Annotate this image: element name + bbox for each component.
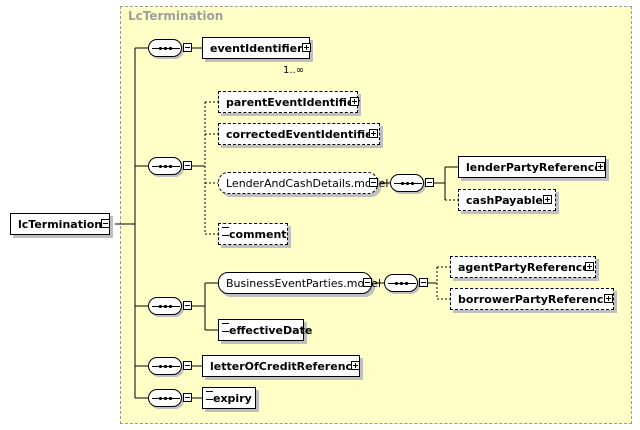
businesseventparties-collapse-icon[interactable] xyxy=(363,278,372,287)
comment-label: comment xyxy=(229,227,287,241)
sequence-compositor-3[interactable] xyxy=(148,297,182,315)
effectivedate-label: effectiveDate xyxy=(229,323,313,337)
element-eventidentifier[interactable]: eventIdentifier xyxy=(202,37,310,59)
cashpayable-label: cashPayable xyxy=(466,193,543,207)
element-correctedeventidentifier[interactable]: correctedEventIdentifier xyxy=(218,123,380,145)
lenderandcashdetails-label: LenderAndCashDetails.model xyxy=(226,176,389,190)
sequence-3-collapse-icon[interactable] xyxy=(183,301,192,310)
borrowerpartyreference-label: borrowerPartyReference xyxy=(458,292,611,306)
root-collapse-icon[interactable] xyxy=(101,219,110,228)
correctedeventidentifier-expand-icon[interactable] xyxy=(369,129,378,138)
parenteventidentifier-label: parentEventIdentifier xyxy=(226,95,360,109)
parenteventidentifier-expand-icon[interactable] xyxy=(350,97,359,106)
group-businesseventparties-model[interactable]: BusinessEventParties.model xyxy=(218,272,381,294)
sequence-5-collapse-icon[interactable] xyxy=(183,393,192,402)
sequence-compositor-1[interactable] xyxy=(148,39,182,57)
lenderpartyreference-label: lenderPartyReference xyxy=(466,160,602,174)
element-effectivedate[interactable]: effectiveDate xyxy=(218,319,312,341)
element-parenteventidentifier[interactable]: parentEventIdentifier xyxy=(218,91,360,113)
element-letterofcreditreference[interactable]: letterOfCreditReference xyxy=(202,355,360,377)
sequence-lender-collapse-icon[interactable] xyxy=(425,178,434,187)
sequence-compositor-2[interactable] xyxy=(148,157,182,175)
sequence-1-collapse-icon[interactable] xyxy=(183,43,192,52)
element-cashpayable[interactable]: cashPayable xyxy=(458,189,556,211)
eventidentifier-cardinality: 1..∞ xyxy=(283,65,305,76)
agentpartyreference-expand-icon[interactable] xyxy=(585,262,594,271)
eventidentifier-expand-icon[interactable] xyxy=(302,43,311,52)
group-lenderandcashdetails-model[interactable]: LenderAndCashDetails.model xyxy=(218,172,388,194)
element-expiry[interactable]: expiry xyxy=(202,387,256,409)
businesseventparties-label: BusinessEventParties.model xyxy=(226,276,382,290)
lenderandcashdetails-collapse-icon[interactable] xyxy=(369,178,378,187)
root-label: lcTermination xyxy=(18,217,103,231)
sequence-compositor-lender[interactable] xyxy=(390,174,424,192)
sequence-2-collapse-icon[interactable] xyxy=(183,161,192,170)
cashpayable-expand-icon[interactable] xyxy=(543,195,552,204)
sequence-parties-collapse-icon[interactable] xyxy=(419,278,428,287)
sequence-compositor-parties[interactable] xyxy=(384,274,418,292)
root-element-lctermination[interactable]: lcTermination xyxy=(10,213,110,235)
correctedeventidentifier-label: correctedEventIdentifier xyxy=(226,127,379,141)
sequence-4-collapse-icon[interactable] xyxy=(183,361,192,370)
sequence-compositor-4[interactable] xyxy=(148,357,182,375)
eventidentifier-label: eventIdentifier xyxy=(210,41,303,55)
element-borrowerpartyreference[interactable]: borrowerPartyReference xyxy=(450,288,614,310)
lenderpartyreference-expand-icon[interactable] xyxy=(596,162,605,171)
element-agentpartyreference[interactable]: agentPartyReference xyxy=(450,256,596,278)
agentpartyreference-label: agentPartyReference xyxy=(458,260,590,274)
sequence-compositor-5[interactable] xyxy=(148,389,182,407)
letterofcreditreference-expand-icon[interactable] xyxy=(351,361,360,370)
borrowerpartyreference-expand-icon[interactable] xyxy=(604,294,613,303)
letterofcreditreference-label: letterOfCreditReference xyxy=(210,359,360,373)
group-title: LcTermination xyxy=(128,9,224,23)
element-comment[interactable]: comment xyxy=(218,223,288,245)
element-lenderpartyreference[interactable]: lenderPartyReference xyxy=(458,156,606,178)
expiry-label: expiry xyxy=(213,391,252,405)
